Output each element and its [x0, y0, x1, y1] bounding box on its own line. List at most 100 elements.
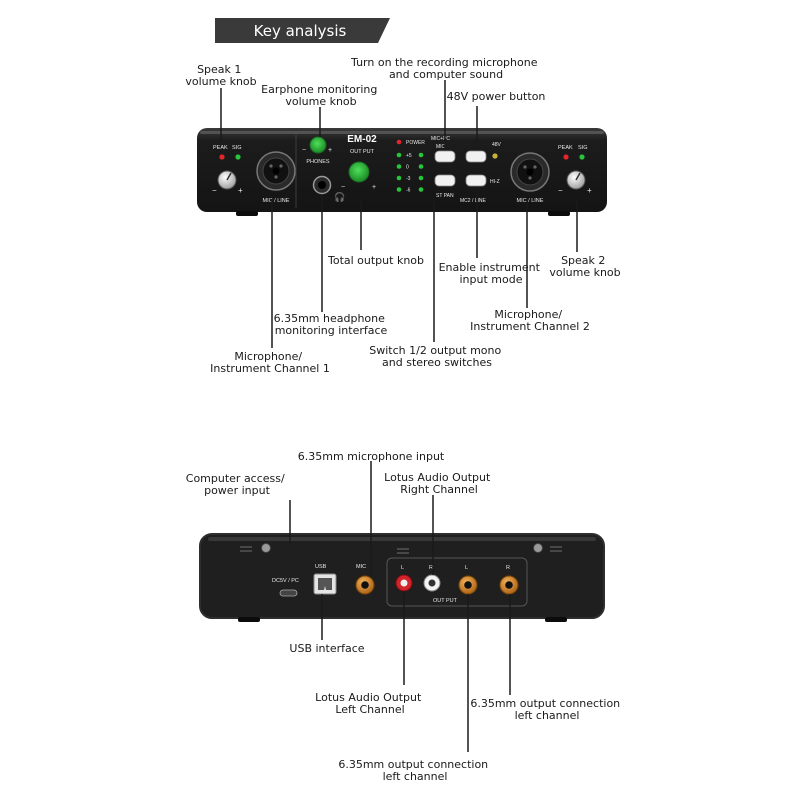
peak-led-left	[219, 154, 225, 160]
minus-mark: −	[558, 186, 563, 195]
sig-led-right	[579, 154, 585, 160]
front-foot-left	[236, 211, 258, 216]
usb-label: USB	[315, 564, 327, 570]
rear-foot-right	[545, 617, 567, 622]
rear-bevel	[208, 537, 596, 541]
earphone-volume-knob[interactable]	[309, 136, 327, 154]
mic-pc-button[interactable]	[434, 150, 456, 163]
label-line: 48V power button	[447, 90, 546, 103]
power-led	[396, 139, 402, 145]
minus-mark: −	[341, 184, 345, 191]
mic-label: MIC	[436, 144, 446, 150]
meter-led	[418, 152, 424, 158]
front-body	[197, 128, 607, 212]
label-line: power input	[204, 484, 270, 497]
front-bevel	[200, 131, 604, 134]
jack-center	[272, 167, 280, 175]
label-line: Enable instrument	[439, 261, 541, 274]
label-line: Left Channel	[335, 703, 404, 716]
mic-pc-label: MIC+PC	[431, 136, 450, 142]
label-line: Right Channel	[400, 483, 478, 496]
label-line: Lotus Audio Output	[315, 691, 422, 704]
label-total: Total output knob	[327, 254, 424, 267]
jack-center	[526, 168, 534, 176]
output-section-label: OUT PUT	[433, 598, 458, 604]
power-label: POWER	[406, 140, 425, 146]
total-output-knob[interactable]	[348, 161, 370, 183]
front-labels: Speak 1 volume knob Earphone monitoring …	[185, 56, 620, 375]
label-computer: Computer access/ power input	[186, 472, 288, 497]
rear-device: DC5V / PC USB MIC OUT PUT L R L R	[199, 533, 605, 622]
meter-label: -6	[406, 188, 411, 194]
st-pan-button[interactable]	[434, 174, 456, 187]
jack-hole	[428, 579, 436, 587]
plus-mark: +	[238, 186, 243, 195]
headphone-jack-hole	[318, 181, 326, 189]
front-leader-lines	[220, 80, 578, 348]
label-line: volume knob	[185, 75, 256, 88]
knob-pointer	[226, 172, 232, 181]
dc-label: DC5V / PC	[272, 578, 299, 584]
meter-led	[396, 152, 402, 158]
header-title: Key analysis	[254, 22, 347, 40]
label-line: Speak 2	[561, 254, 605, 267]
label-line: Microphone/	[494, 308, 562, 321]
knob-pointer	[575, 172, 581, 181]
usb-c-port[interactable]	[279, 589, 298, 597]
sig-led-left	[235, 154, 241, 160]
48v-led	[492, 153, 498, 159]
jack-pin	[279, 164, 283, 168]
label-line: monitoring interface	[275, 324, 388, 337]
jack-hole	[464, 581, 472, 589]
plus-mark: +	[587, 186, 592, 195]
plus-mark: +	[328, 147, 332, 154]
label-line: Instrument Channel 2	[470, 320, 590, 333]
label-line: 6.35mm microphone input	[298, 450, 445, 463]
rear-labels: Computer access/ power input 6.35mm micr…	[186, 450, 623, 783]
label-line: Lotus Audio Output	[384, 471, 491, 484]
label-out635-right: 6.35mm output connection left channel	[470, 697, 623, 722]
label-line: 6.35mm headphone	[274, 312, 386, 325]
meter-label: 0	[406, 165, 409, 171]
peak-led-right	[563, 154, 569, 160]
header-banner	[215, 18, 390, 43]
label-speak1: Speak 1 volume knob	[185, 63, 256, 88]
label-line: USB interface	[289, 642, 364, 655]
label-line: 6.35mm output connection	[470, 697, 620, 710]
rca-l-label: L	[401, 565, 404, 571]
label-line: volume knob	[549, 266, 620, 279]
label-recording: Turn on the recording microphone and com…	[350, 56, 541, 81]
meter-label: +5	[406, 153, 412, 159]
label-instrument: Enable instrument input mode	[439, 261, 544, 286]
jack-hole	[505, 581, 513, 589]
channel1-label: MIC / LINE	[263, 198, 290, 204]
out-r-label: R	[506, 565, 510, 571]
rear-leader-lines	[289, 461, 511, 752]
minus-mark: −	[212, 186, 217, 195]
label-line: Turn on the recording microphone	[350, 56, 538, 69]
meter-led	[418, 164, 424, 169]
output-section	[386, 557, 528, 607]
level-meter: +50-3-6	[396, 152, 424, 194]
48v-label: 48V	[492, 142, 502, 148]
out-l-label: L	[465, 565, 468, 571]
headphone-icon: 🎧	[334, 191, 345, 202]
header: Key analysis	[215, 18, 390, 43]
label-lotus-r: Lotus Audio Output Right Channel	[384, 471, 494, 496]
rear-foot-left	[238, 617, 260, 622]
label-line: Computer access/	[186, 472, 285, 485]
mic-label: MIC	[356, 564, 366, 570]
label-48v: 48V power button	[447, 90, 546, 103]
48v-power-button[interactable]	[465, 150, 487, 163]
phones-label: PHONES	[306, 159, 330, 165]
label-usb: USB interface	[289, 642, 364, 655]
label-line: input mode	[460, 273, 523, 286]
label-line: and stereo switches	[382, 356, 492, 369]
jack-pin	[269, 164, 273, 168]
jack-pin	[533, 165, 537, 169]
usb-b-socket	[318, 578, 332, 590]
label-lotus-l: Lotus Audio Output Left Channel	[315, 691, 425, 716]
instrument-mode-button[interactable]	[465, 174, 487, 187]
sig-label-left: SIG	[232, 145, 241, 151]
meter-led	[418, 175, 424, 181]
